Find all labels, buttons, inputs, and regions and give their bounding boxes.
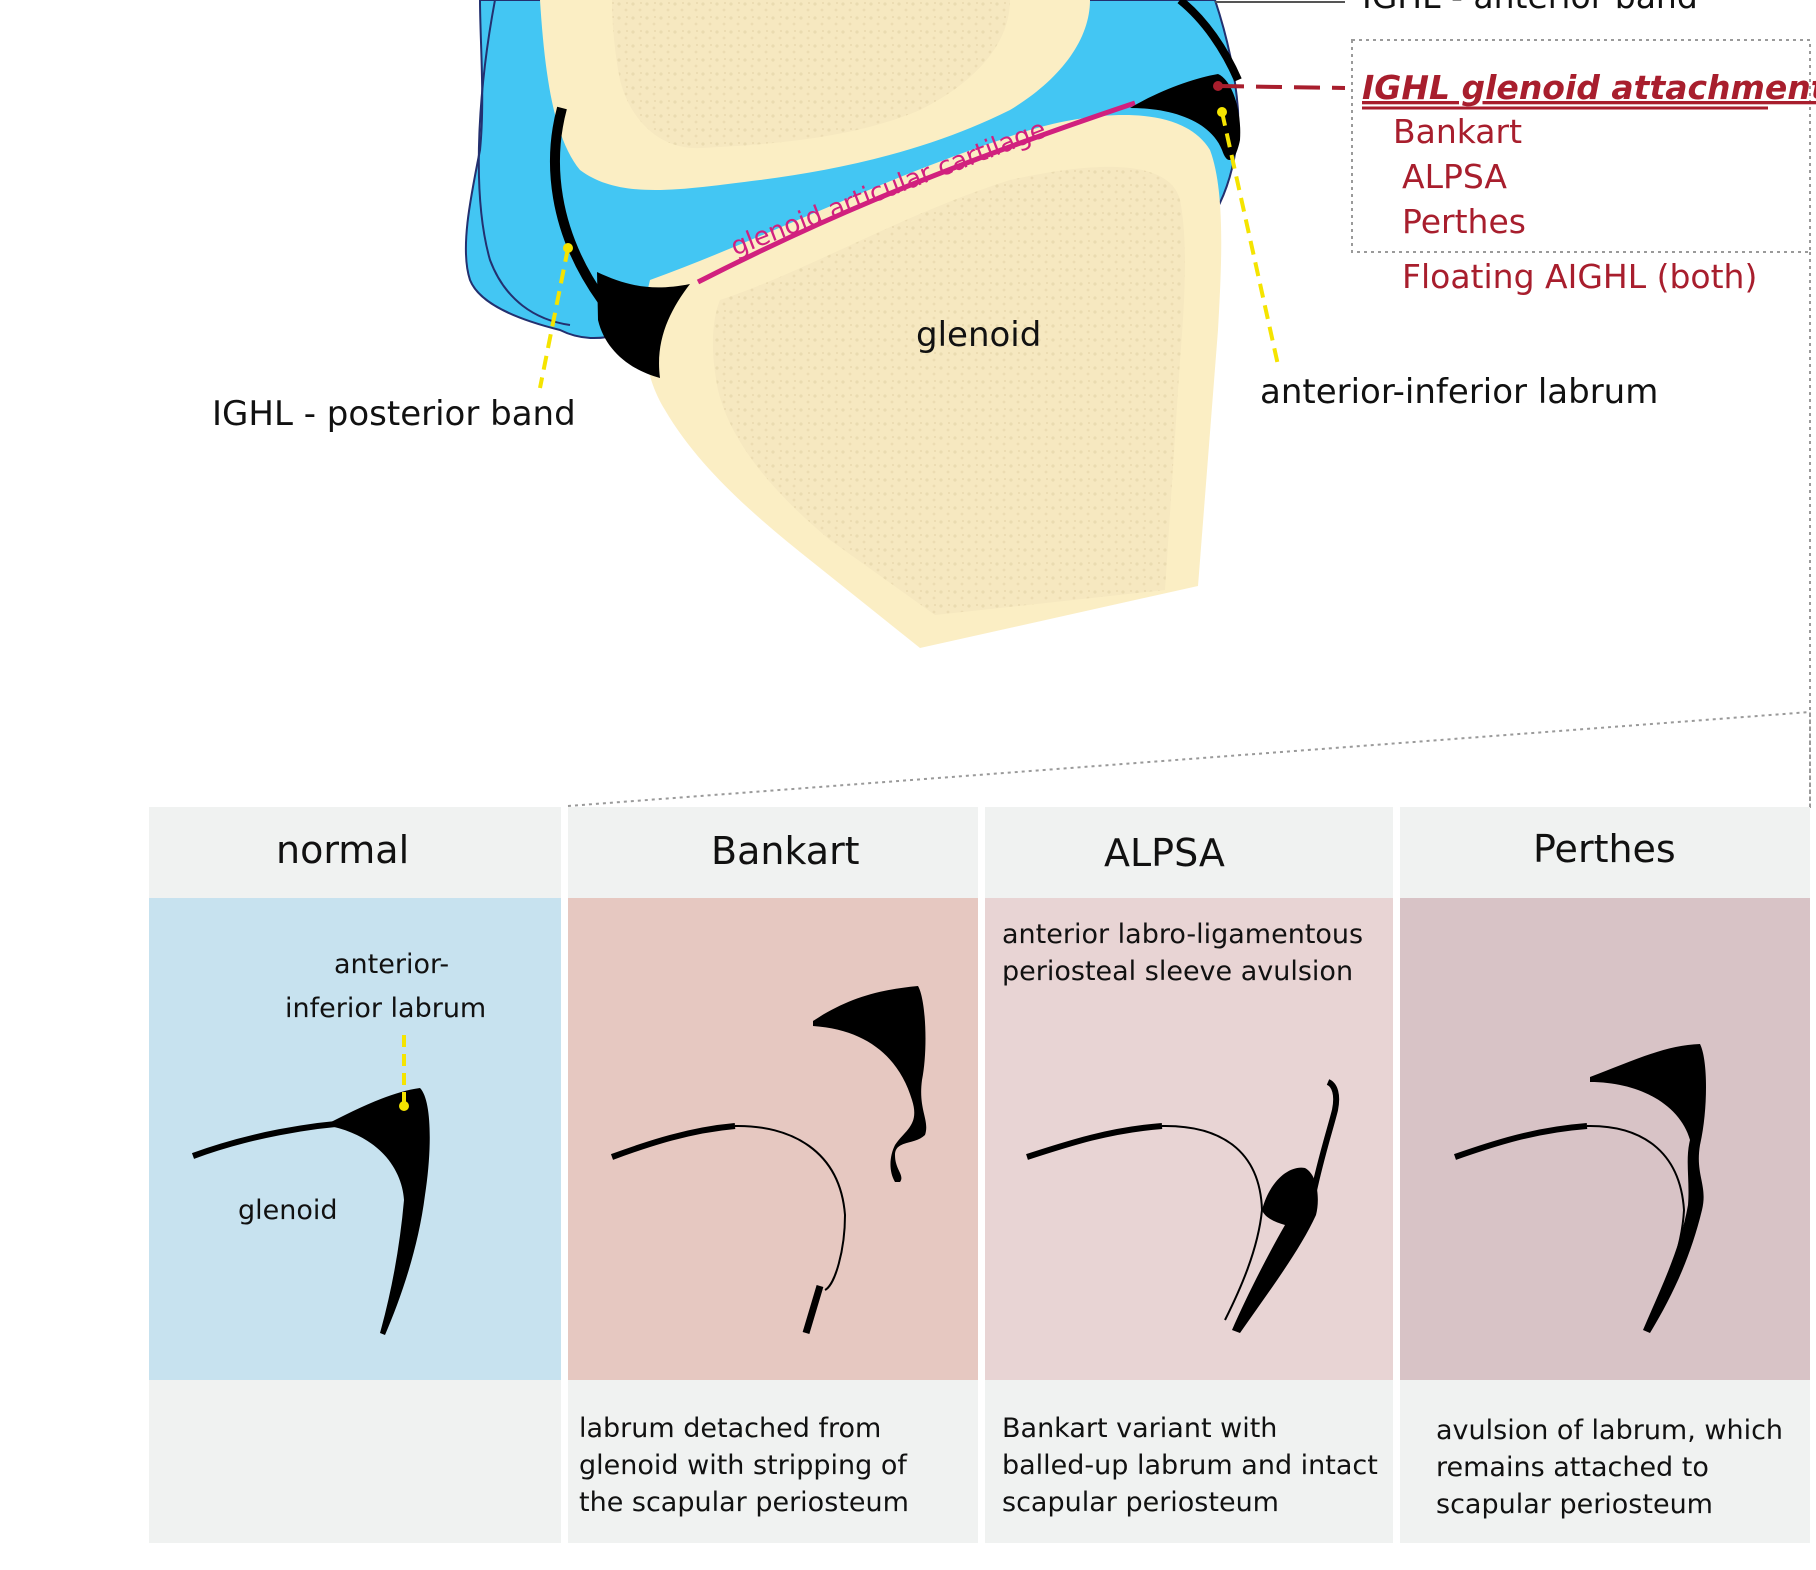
label-glenoid: glenoid xyxy=(916,315,1041,355)
anterior-labrum xyxy=(1130,74,1241,161)
panel-bankart-caption-1: labrum detached from xyxy=(579,1413,881,1444)
bankart-glenoid-line xyxy=(610,1123,736,1160)
panel-perthes-caption-1: avulsion of labrum, which xyxy=(1436,1415,1783,1446)
panel-alpsa-caption-2: balled-up labrum and intact xyxy=(1002,1450,1378,1481)
panel-normal-footer xyxy=(149,1380,561,1543)
panel-perthes-header xyxy=(1400,807,1810,898)
alpsa-labrum xyxy=(1232,1167,1318,1333)
panel-bankart: Bankart labrum detached from glenoid wit… xyxy=(568,807,978,1543)
attachment-pointer-dot xyxy=(1213,81,1223,91)
panel-normal-label-1: anterior- xyxy=(334,949,449,980)
panel-bankart-caption-3: the scapular periosteum xyxy=(579,1487,909,1518)
panel-bankart-header xyxy=(568,807,978,898)
panel-perthes: Perthes avulsion of labrum, which remain… xyxy=(1400,807,1810,1543)
panel-alpsa-header xyxy=(985,807,1393,898)
bankart-periosteum-end xyxy=(802,1285,824,1334)
anterior-labrum-pointer-dot xyxy=(1217,107,1227,117)
panel-normal-label-glenoid: glenoid xyxy=(238,1195,338,1226)
glenoid-bone-inner xyxy=(712,166,1185,615)
panel-perthes-body xyxy=(1400,898,1810,1380)
perthes-labrum xyxy=(1590,1044,1706,1333)
panel-alpsa-title: ALPSA xyxy=(1104,831,1225,875)
panel-normal-title: normal xyxy=(276,828,409,872)
panel-perthes-caption-2: remains attached to xyxy=(1436,1452,1709,1483)
label-lesion-perthes: Perthes xyxy=(1402,202,1526,241)
humeral-head-inner xyxy=(612,0,1010,149)
label-lesion-bankart: Bankart xyxy=(1393,112,1522,151)
panel-alpsa-footer xyxy=(985,1380,1393,1543)
panel-bankart-caption-2: glenoid with stripping of xyxy=(579,1450,908,1481)
posterior-labrum xyxy=(597,272,690,378)
panel-alpsa: ALPSA anterior labro-ligamentous periost… xyxy=(985,807,1393,1543)
label-lesion-alpsa: ALPSA xyxy=(1402,157,1507,196)
label-lesion-floating-aighl: Floating AIGHL (both) xyxy=(1402,257,1757,296)
panel-perthes-caption-3: scapular periosteum xyxy=(1436,1489,1713,1520)
alpsa-glenoid-line xyxy=(1026,1123,1163,1160)
anterior-band-edge xyxy=(1177,0,1242,82)
label-ighl-anterior-band: IGHL - anterior band xyxy=(1362,0,1698,16)
panel-normal-body xyxy=(149,898,561,1380)
posterior-band-pointer xyxy=(538,247,570,389)
panel-alpsa-label-1: anterior labro-ligamentous xyxy=(1002,919,1363,950)
panel-bankart-footer xyxy=(568,1380,978,1543)
panel-perthes-title: Perthes xyxy=(1533,827,1676,871)
alpsa-periosteum-line xyxy=(1161,1124,1264,1321)
label-ighl-posterior-band: IGHL - posterior band xyxy=(212,394,576,434)
label-ighl-glenoid-attachment: IGHL glenoid attachment xyxy=(1362,68,1816,107)
articular-cartilage-line xyxy=(696,100,1136,285)
panel-bankart-title: Bankart xyxy=(711,829,860,873)
bankart-periosteum-line xyxy=(734,1124,847,1291)
label-anterior-inferior-labrum: anterior-inferior labrum xyxy=(1260,372,1658,412)
perthes-glenoid-line xyxy=(1454,1123,1588,1160)
capsule-outline-posterior xyxy=(477,0,571,326)
panel-alpsa-label-2: periosteal sleeve avulsion xyxy=(1002,956,1353,987)
bankart-labrum xyxy=(813,986,927,1182)
callout-connector xyxy=(567,252,1811,808)
panel-alpsa-caption-3: scapular periosteum xyxy=(1002,1487,1279,1518)
callout-box xyxy=(1351,39,1811,253)
panel-perthes-footer xyxy=(1400,1380,1810,1543)
normal-labrum-pointer-dot xyxy=(399,1101,409,1111)
normal-labrum xyxy=(325,1088,430,1335)
panel-row: normal anterior- inferior labrum glenoid… xyxy=(149,807,1810,1543)
panel-normal-header xyxy=(149,807,561,898)
joint-diagram: IGHL - anterior band IGHL glenoid attach… xyxy=(212,0,1816,808)
panel-normal: normal anterior- inferior labrum glenoid xyxy=(149,807,561,1543)
alpsa-ligament xyxy=(1309,1079,1340,1201)
posterior-band-pointer-dot xyxy=(563,243,573,253)
panel-normal-label-2: inferior labrum xyxy=(285,993,486,1024)
posterior-band xyxy=(550,106,607,303)
panel-alpsa-caption-1: Bankart variant with xyxy=(1002,1413,1277,1444)
attachment-pointer xyxy=(1217,84,1346,90)
